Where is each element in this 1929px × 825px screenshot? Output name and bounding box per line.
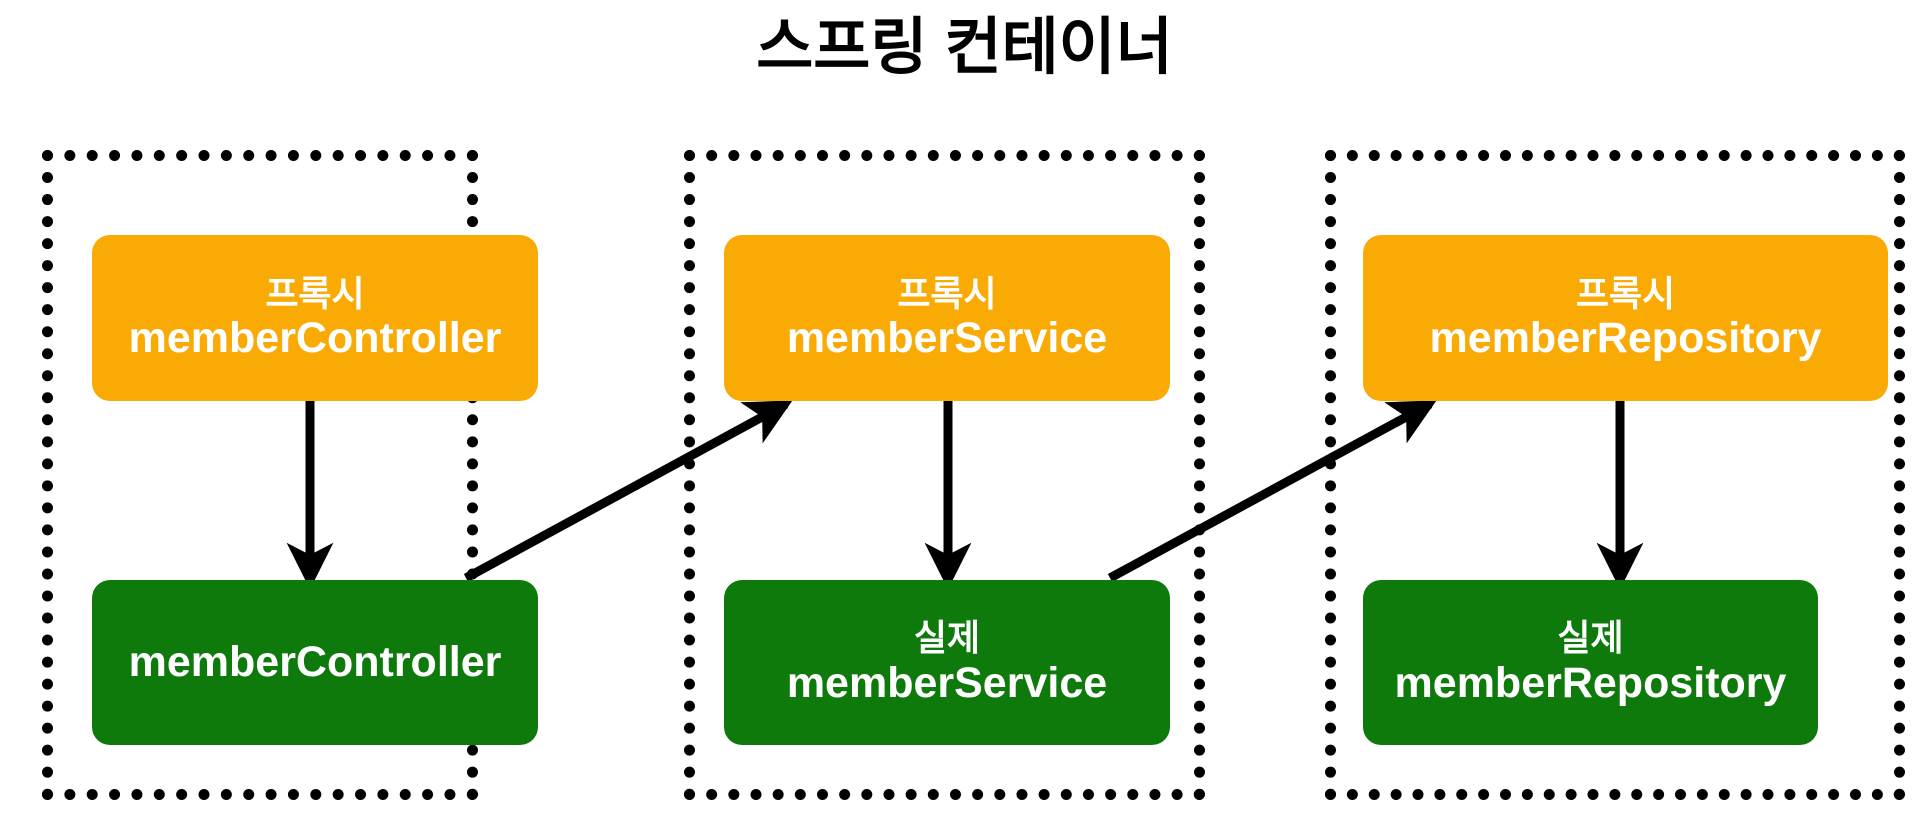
proxy-bean-name: memberController: [128, 314, 502, 363]
real-node-member-service[interactable]: 실제 memberService: [724, 580, 1170, 745]
proxy-bean-name: memberRepository: [1429, 314, 1822, 363]
real-caption: 실제: [913, 617, 981, 659]
real-bean-name: memberRepository: [1394, 658, 1787, 707]
real-caption: 실제: [1557, 617, 1624, 659]
proxy-caption: 프록시: [1575, 272, 1676, 314]
proxy-node-member-controller[interactable]: 프록시 memberController: [92, 235, 538, 401]
real-bean-name: memberService: [786, 658, 1108, 707]
page-title: 스프링 컨테이너: [756, 13, 1173, 82]
proxy-node-member-service[interactable]: 프록시 memberService: [724, 235, 1170, 401]
proxy-caption: 프록시: [265, 272, 365, 314]
proxy-caption: 프록시: [897, 272, 997, 314]
real-node-member-repository[interactable]: 실제 memberRepository: [1363, 580, 1818, 745]
real-bean-name: memberController: [128, 638, 502, 687]
real-node-member-controller[interactable]: memberController: [92, 580, 538, 745]
proxy-bean-name: memberService: [786, 314, 1108, 363]
proxy-node-member-repository[interactable]: 프록시 memberRepository: [1363, 235, 1888, 401]
